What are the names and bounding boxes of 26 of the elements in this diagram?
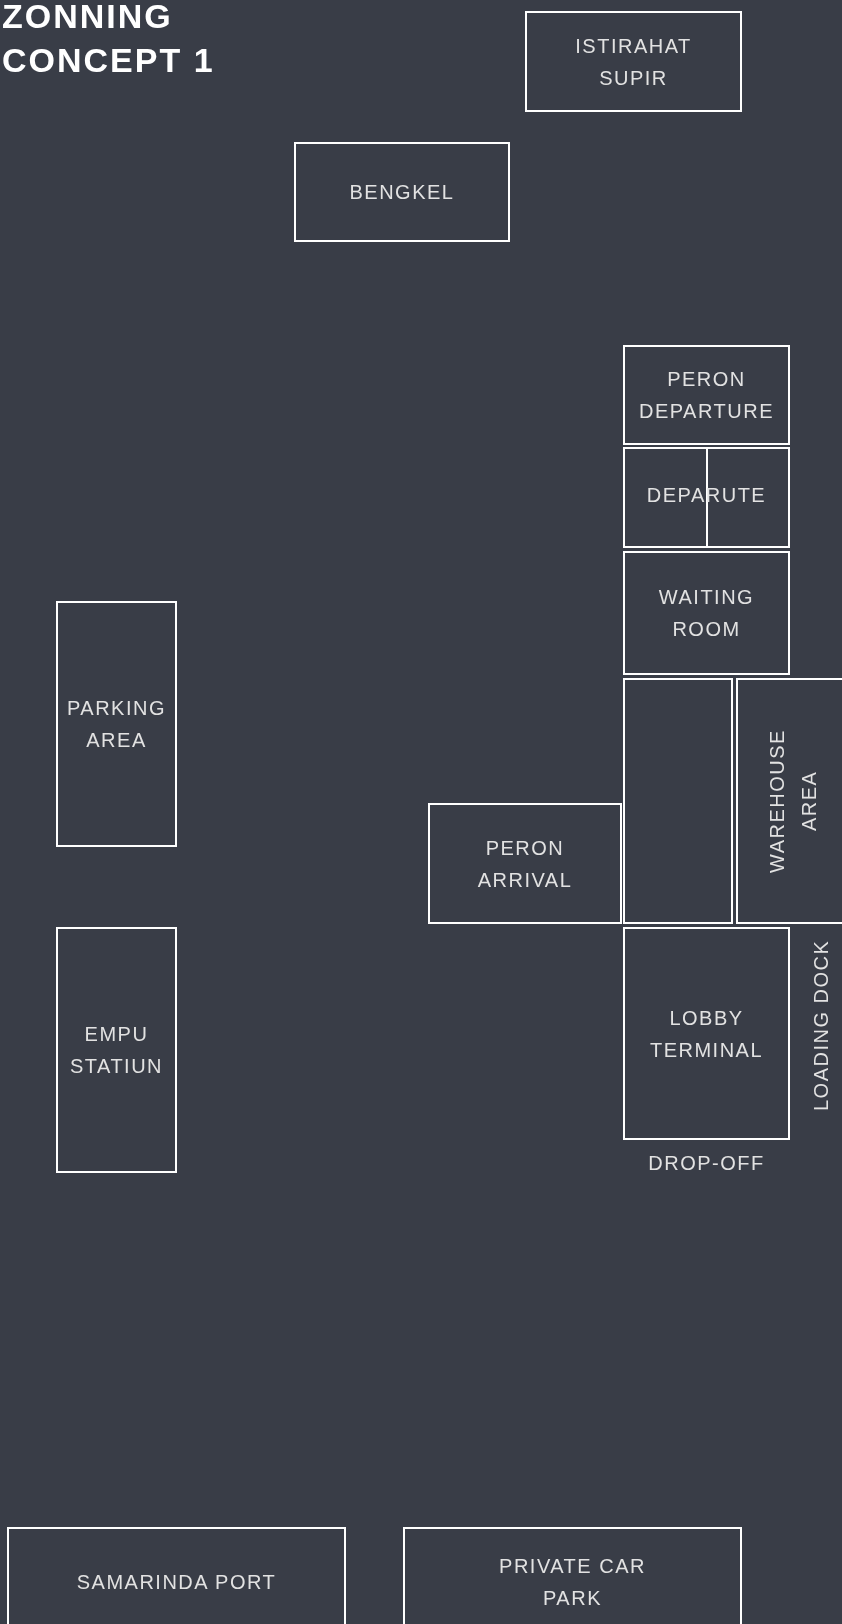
zone-box bbox=[623, 345, 790, 445]
zone-box bbox=[294, 142, 510, 242]
zone-label: SAMARINDA PORT bbox=[75, 1570, 278, 1595]
zone-note: DROP-OFF bbox=[647, 1152, 766, 1175]
zone-box bbox=[56, 927, 177, 1173]
zone-box bbox=[428, 803, 622, 924]
zone-label: PERON DEPARTURE bbox=[638, 367, 775, 424]
zone-box bbox=[56, 601, 177, 847]
zone-box bbox=[525, 11, 742, 112]
zone-box bbox=[623, 551, 790, 675]
zone-box bbox=[736, 678, 842, 924]
zone-label: PERON ARRIVAL bbox=[476, 835, 574, 893]
area-label: LOADING DOCK bbox=[810, 938, 833, 1113]
zone-label: WAITING ROOM bbox=[657, 585, 756, 642]
zone-label: BENGKEL bbox=[348, 180, 456, 205]
zone-label: WAREHOUSE AREA bbox=[765, 728, 821, 875]
zone-label: PRIVATE CAR PARK bbox=[498, 1554, 647, 1611]
zone-box bbox=[7, 1527, 346, 1624]
zone-label: PARKING AREA bbox=[66, 696, 167, 753]
zone-box bbox=[623, 927, 790, 1140]
diagram-title: ZONNING CONCEPT 1 bbox=[2, 0, 216, 81]
zone-label: EMPU STATIUN bbox=[68, 1022, 165, 1079]
zone-label: LOBBY TERMINAL bbox=[648, 1005, 765, 1063]
zone-label: ISTIRAHAT SUPIR bbox=[574, 33, 693, 91]
zone-box bbox=[623, 678, 733, 924]
zone-box bbox=[403, 1527, 742, 1624]
